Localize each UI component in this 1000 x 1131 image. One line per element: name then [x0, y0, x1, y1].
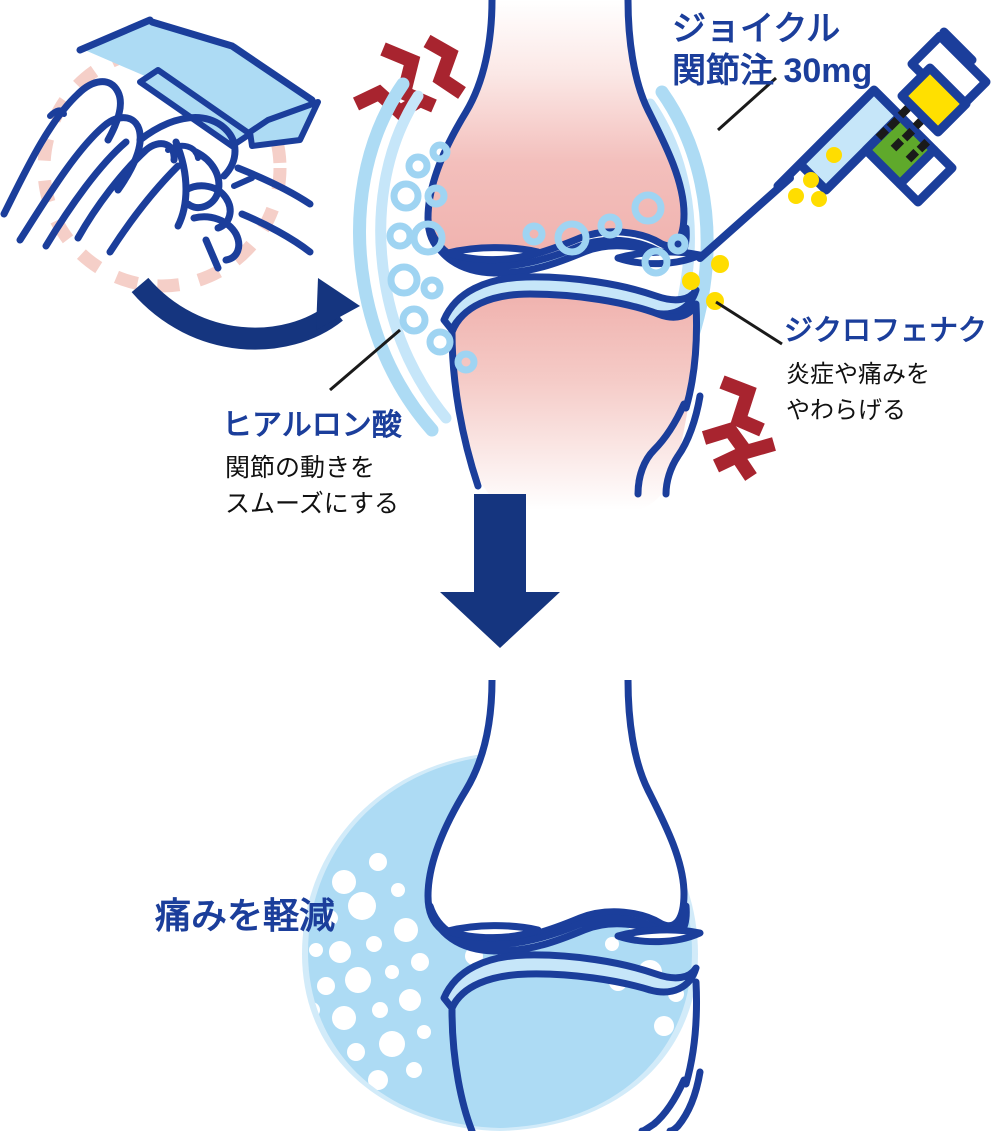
diclofenac-title: ジクロフェナク — [784, 314, 987, 347]
diclofenac-sub-line2: やわらげる — [786, 397, 906, 424]
syringe-barrel-end — [895, 145, 957, 207]
cloth-edge-top — [148, 18, 316, 104]
left-hand-palm-edge — [106, 162, 182, 256]
hands-applying-cloth-icon — [0, 16, 321, 293]
syringe-label-text-marks — [875, 104, 931, 163]
meniscus-left — [444, 244, 542, 264]
tibia-plateau-outline — [448, 290, 700, 334]
left-hand-knuckle-line — [47, 107, 67, 119]
right-hand-detail — [231, 175, 255, 189]
tibia-shaft-left — [448, 328, 482, 490]
meniscus-left-healthy — [444, 922, 542, 942]
synovial-bubbles — [386, 141, 689, 374]
cloth-panel — [80, 18, 318, 140]
fibula-left-edge — [634, 400, 688, 498]
knee-joint-inflamed-icon — [353, 0, 714, 510]
syringe-icon — [696, 27, 991, 262]
knee-joint-healthy-icon — [302, 679, 704, 1131]
outcome-label: 痛みを軽減 — [155, 895, 335, 936]
left-hand-middle — [42, 138, 130, 250]
tibia-fill — [452, 294, 697, 510]
product-name-line1: ジョイクル — [672, 10, 840, 48]
pain-zigzag-icon — [701, 375, 776, 481]
femoral-cartilage-healthy — [426, 902, 690, 955]
leader-line-hyaluronic — [329, 328, 401, 392]
fibula-right-edge — [662, 392, 704, 498]
syringe-drug-particles — [788, 147, 842, 207]
cloth-corner — [247, 99, 321, 149]
right-hand-back — [136, 114, 239, 180]
capsule-arc-inner-left — [375, 90, 452, 424]
fibula-left-edge-healthy — [638, 1076, 688, 1131]
tibia-shaft-right-healthy — [682, 978, 701, 1088]
syringe-plunger-rod — [897, 63, 971, 137]
right-hand-wrist-top — [234, 164, 314, 208]
femur-outline — [424, 0, 688, 266]
hyaluronic-acid-sub-line1: 関節の動きを — [225, 454, 375, 482]
capsule-arc-outer-left — [353, 77, 439, 437]
meniscus-right-healthy — [614, 926, 704, 946]
diclofenac-sub-line1: 炎症や痛みを — [786, 361, 930, 388]
curved-rotation-arrow-icon — [131, 277, 360, 350]
femur-outline-healthy — [424, 679, 688, 945]
product-name-line2: 関節注 30mg — [672, 52, 872, 90]
hyaluronic-acid-sub-line2: スムーズにする — [225, 490, 399, 518]
right-hand-finger-4 — [190, 213, 243, 264]
tibial-cartilage-healthy — [440, 951, 700, 1012]
leader-line-product — [716, 76, 778, 132]
right-hand-finger-2 — [184, 148, 223, 211]
femoral-cartilage — [426, 224, 690, 277]
down-arrow-icon — [440, 494, 560, 648]
tibia-shaft-left-healthy — [448, 1006, 476, 1131]
hyaluronic-acid-title: ヒアルロン酸 — [222, 409, 403, 442]
right-hand-finger-5 — [202, 236, 222, 272]
cloth-edge-left — [76, 16, 154, 54]
right-hand-wrist-bottom — [238, 210, 314, 256]
tibia-shaft-right — [682, 300, 701, 412]
syringe-needle — [696, 174, 794, 262]
femur-fill — [428, 0, 684, 262]
left-hand-thumb — [0, 78, 124, 218]
syringe-thumb-rest — [939, 27, 977, 65]
right-hand-finger-1 — [172, 138, 190, 230]
leader-line-diclofenac — [715, 300, 783, 346]
